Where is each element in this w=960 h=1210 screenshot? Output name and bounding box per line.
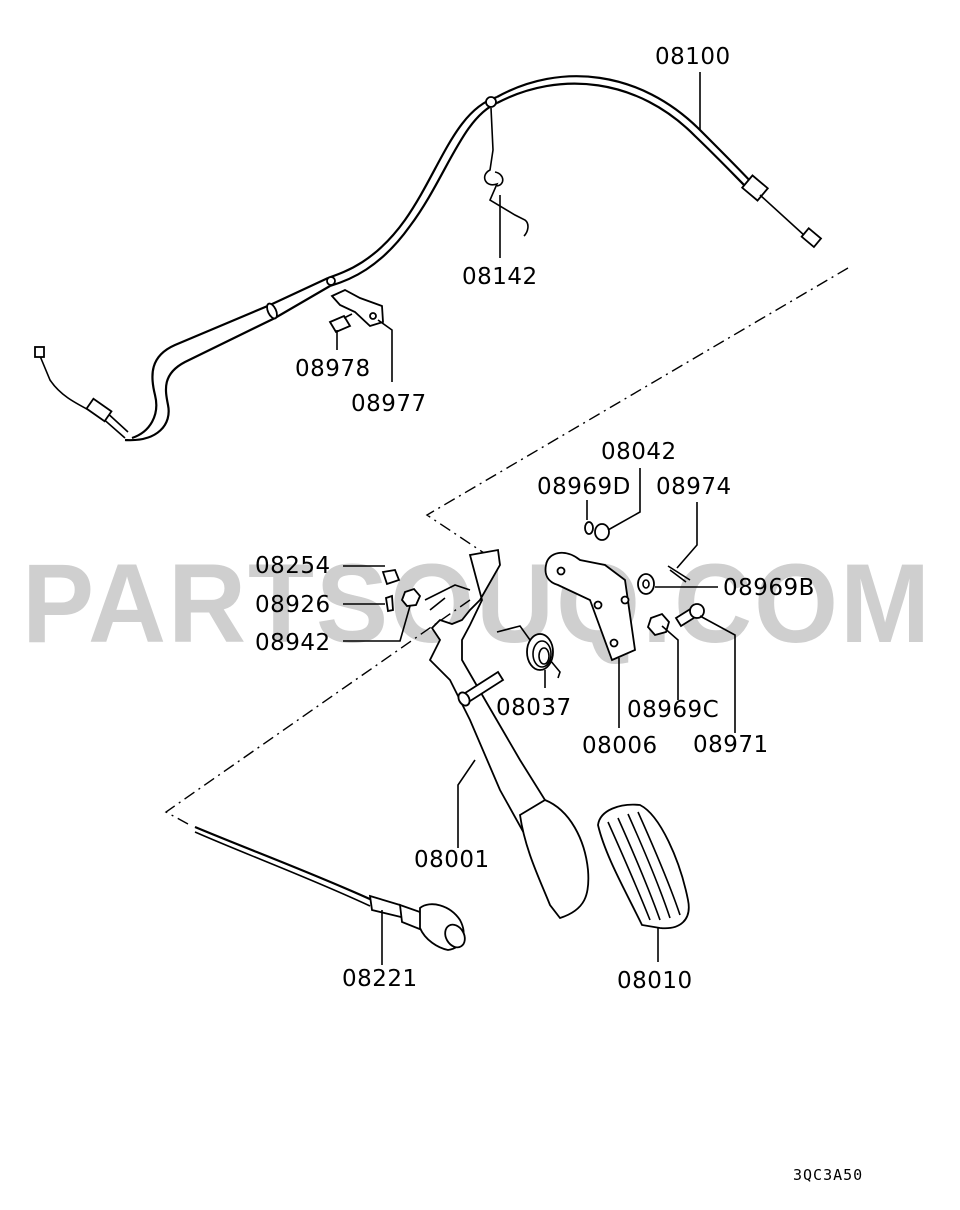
part-label-08254[interactable]: 08254 — [255, 553, 331, 579]
part-label-08142[interactable]: 08142 — [462, 264, 538, 290]
pedal-pin-drawing — [457, 670, 505, 707]
phantom-lines — [164, 267, 849, 825]
cable-bracket-wire-drawing — [483, 107, 529, 237]
pedal-bracket-drawing — [544, 551, 636, 662]
part-label-08010[interactable]: 08010 — [617, 968, 693, 994]
part-label-08221[interactable]: 08221 — [342, 966, 418, 992]
part-label-08969D[interactable]: 08969D — [537, 474, 631, 500]
part-label-08001[interactable]: 08001 — [414, 847, 490, 873]
throttle-cable-drawing — [34, 75, 823, 442]
part-label-08042[interactable]: 08042 — [601, 439, 677, 465]
part-label-08942[interactable]: 08942 — [255, 630, 331, 656]
part-label-08971[interactable]: 08971 — [693, 732, 769, 758]
pedal-pad-drawing — [597, 803, 690, 930]
leader-lines — [336, 72, 736, 965]
part-label-08926[interactable]: 08926 — [255, 592, 331, 618]
part-label-08037[interactable]: 08037 — [496, 695, 572, 721]
return-spring-drawing — [496, 625, 561, 679]
part-label-08100[interactable]: 08100 — [655, 44, 731, 70]
part-labels: 08100 08142 08978 08977 08042 08969D 089… — [255, 44, 863, 1184]
part-label-08969C[interactable]: 08969C — [627, 697, 719, 723]
part-label-08006[interactable]: 08006 — [582, 733, 658, 759]
hand-throttle-cable-drawing — [194, 825, 466, 951]
part-label-08974[interactable]: 08974 — [656, 474, 732, 500]
clamp-and-screw-drawing — [328, 288, 384, 334]
part-label-08977[interactable]: 08977 — [351, 391, 427, 417]
hardware-drawing — [381, 521, 705, 637]
diagram-code: 3QC3A50 — [793, 1166, 863, 1184]
part-label-08969B[interactable]: 08969B — [723, 575, 815, 601]
part-label-08978[interactable]: 08978 — [295, 356, 371, 382]
pedal-arm-drawing — [424, 548, 590, 920]
